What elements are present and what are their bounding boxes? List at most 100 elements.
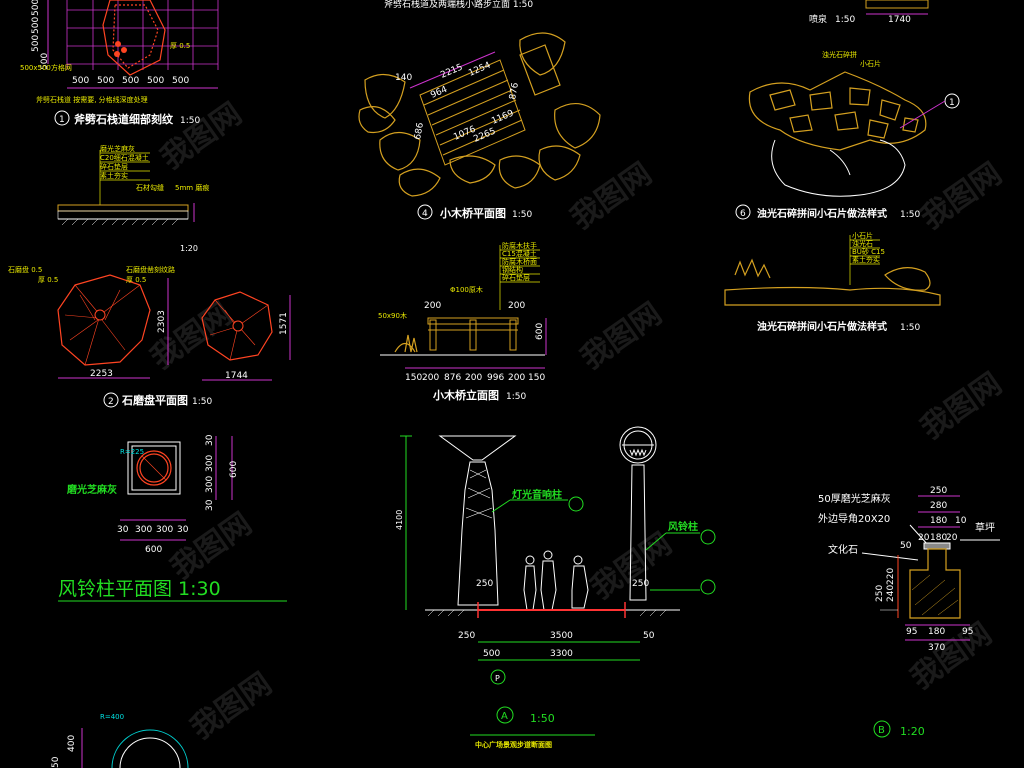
badge-1-label: 1 — [59, 115, 65, 125]
svg-text:石磨盘凿刻纹路: 石磨盘凿刻纹路 — [126, 265, 175, 274]
svg-text:厚 0.5: 厚 0.5 — [38, 276, 58, 284]
mm5-note: 5mm 磨痕 — [175, 183, 209, 192]
plan-col-2: 300 — [135, 525, 152, 535]
watermark-2: 我图网 — [565, 156, 659, 236]
svg-text:小石片: 小石片 — [860, 59, 881, 68]
section-a-plaza: 4100 灯光音响柱 风铃柱 — [395, 426, 716, 749]
bottom-left-partial: R=400 400 50 — [51, 713, 189, 768]
bridge-bottom-7: 150 — [528, 373, 545, 383]
dim-50: 50 — [643, 631, 655, 641]
sec-bottom-95b: 95 — [962, 627, 973, 637]
dim-250b: 250 — [632, 579, 649, 589]
detail-4-bridge-plan: 斧劈石栈道及两端栈小路步立面 1:50 2215 1254 964 1076 1… — [358, 0, 601, 220]
svg-text:厚 0.5: 厚 0.5 — [126, 276, 146, 284]
svg-text:50x90木: 50x90木 — [378, 311, 407, 320]
sec-top-280: 280 — [930, 501, 947, 511]
sec-sub-20a: 20 — [918, 533, 930, 543]
watermark-1: 我图网 — [155, 96, 249, 176]
svg-text:C20细石混凝土: C20细石混凝土 — [100, 153, 149, 162]
plan-col-3: 300 — [156, 525, 173, 535]
grid-dim-col-5: 500 — [172, 76, 189, 86]
dim-3300: 3300 — [550, 649, 573, 659]
bp-dim-2: 1254 — [467, 61, 492, 79]
watermark-9: 我图网 — [185, 666, 279, 746]
sec-bottom-95a: 95 — [906, 627, 917, 637]
detail-2-scale: 1:50 — [192, 397, 212, 407]
grid-dim-row-1: 500 — [31, 0, 41, 16]
coping-note-1: 50厚磨光芝麻灰 — [818, 492, 891, 505]
bridge-elevation: 防腐木扶手 C15混凝土 防腐木桥面 钢结构 碎石垫层 Φ100原木 50x90… — [378, 241, 547, 402]
lawn-label: 草坪 — [975, 521, 995, 534]
dim-500: 500 — [483, 649, 500, 659]
grid-dim-row-4: 500 — [40, 53, 50, 70]
badge-b — [873, 720, 891, 738]
sec-sub-20b: 20 — [946, 533, 958, 543]
dim-250c: 250 — [458, 631, 475, 641]
svg-text:Φ100原木: Φ100原木 — [450, 285, 483, 294]
watermark-4: 我图网 — [575, 296, 669, 376]
sec-v-250: 250 — [875, 585, 885, 602]
badge-a — [496, 706, 514, 724]
sec-total: 370 — [928, 643, 945, 653]
plan-col-1: 30 — [117, 525, 129, 535]
grid-dim-col-3: 500 — [122, 76, 139, 86]
height-4100: 4100 — [395, 510, 404, 530]
svg-text:C15混凝土: C15混凝土 — [502, 249, 537, 258]
stone-mosaic-section: 小石片 浊光石 BU砂 C15 素土夯实 浊光石碎拼间小石片做法样式 1:50 — [724, 231, 941, 333]
svg-text:素土夯实: 素土夯实 — [852, 255, 880, 264]
bp-dim-1: 2215 — [439, 63, 464, 81]
badge-4-label: 4 — [422, 209, 428, 219]
plan-col-4: 30 — [177, 525, 189, 535]
disc2-height: 1571 — [279, 312, 289, 335]
section-b-scale: 1:20 — [900, 725, 925, 738]
disc1-width: 2253 — [90, 369, 113, 379]
svg-text:1: 1 — [949, 98, 955, 108]
sec-bottom-180: 180 — [928, 627, 945, 637]
fountain-width: 1740 — [888, 15, 911, 25]
badge-2 — [103, 392, 119, 408]
svg-text:碎石垫层: 碎石垫层 — [100, 162, 128, 171]
wind-plan-title: 风铃柱平面图 1:30 — [58, 578, 221, 600]
top-mid-title: 斧劈石栈道及两端栈小路步立面 1:50 — [384, 0, 533, 10]
badge-2-label: 2 — [108, 397, 114, 407]
grid-dim-col-4: 500 — [147, 76, 164, 86]
svg-text:BU砂 C15: BU砂 C15 — [852, 247, 885, 256]
svg-text:钢结构: 钢结构 — [502, 265, 523, 274]
watermark-5: 我图网 — [165, 506, 259, 586]
sec-top-180: 180 — [930, 516, 947, 526]
sec-50: 50 — [900, 541, 912, 551]
detail-6b-title: 浊光石碎拼间小石片做法样式 — [757, 320, 887, 333]
disc2-width: 1744 — [225, 371, 248, 381]
wind-column-plan: R=225 磨光芝麻灰 30 300 300 30 600 30 300 300… — [58, 434, 287, 602]
watermark-layer: 我图网 我图网 我图网 我图网 我图网 我图网 我图网 我图网 我图网 我图网 — [145, 96, 1009, 746]
badge-p — [490, 669, 506, 685]
section-b-coping: 250 280 180 20 180 20 10 50厚磨光芝麻灰 外边导角20… — [818, 486, 1000, 738]
plan-row-3: 300 — [205, 476, 215, 493]
r225-label: R=225 — [120, 448, 144, 456]
fountain-label: 喷泉 — [809, 13, 827, 25]
badge-6 — [735, 204, 751, 220]
paving-section: 磨光芝麻灰 C20细石混凝土 碎石垫层 素土夯实 石材勾缝 5mm 磨痕 1:2… — [57, 144, 209, 253]
section-a-title: 中心广场景观步道断面图 — [475, 740, 552, 749]
svg-text:防腐木桥面: 防腐木桥面 — [502, 257, 537, 266]
wind-column-label: 风铃柱 — [668, 520, 698, 533]
bp-dim-7: 686 — [413, 122, 426, 141]
stone-note: 斧劈石栈道 按需要, 分格线深度处理 — [36, 95, 148, 104]
disc-note-1: 石磨盘 0.5 — [8, 265, 42, 274]
grid-dim-col-2: 500 — [97, 76, 114, 86]
bridge-bottom-2: 200 — [422, 373, 439, 383]
detail-1-scale: 1:50 — [180, 116, 200, 126]
bp-dim-9: 140 — [395, 73, 412, 83]
bridge-elev-title: 小木桥立面图 — [432, 388, 499, 402]
thk-note-grid: 厚 0.5 — [170, 42, 190, 50]
bridge-bottom-6: 200 — [508, 373, 525, 383]
grid-dim-row-3: 500 — [31, 35, 41, 52]
badge-p-label: P — [495, 674, 500, 683]
fountain-scale: 1:50 — [835, 15, 855, 25]
detail-6-scale: 1:50 — [900, 210, 920, 220]
dr-50: 50 — [51, 756, 61, 768]
svg-text:小石片: 小石片 — [852, 231, 873, 240]
badge-a-label: A — [501, 711, 508, 722]
bridge-bottom-4: 200 — [465, 373, 482, 383]
